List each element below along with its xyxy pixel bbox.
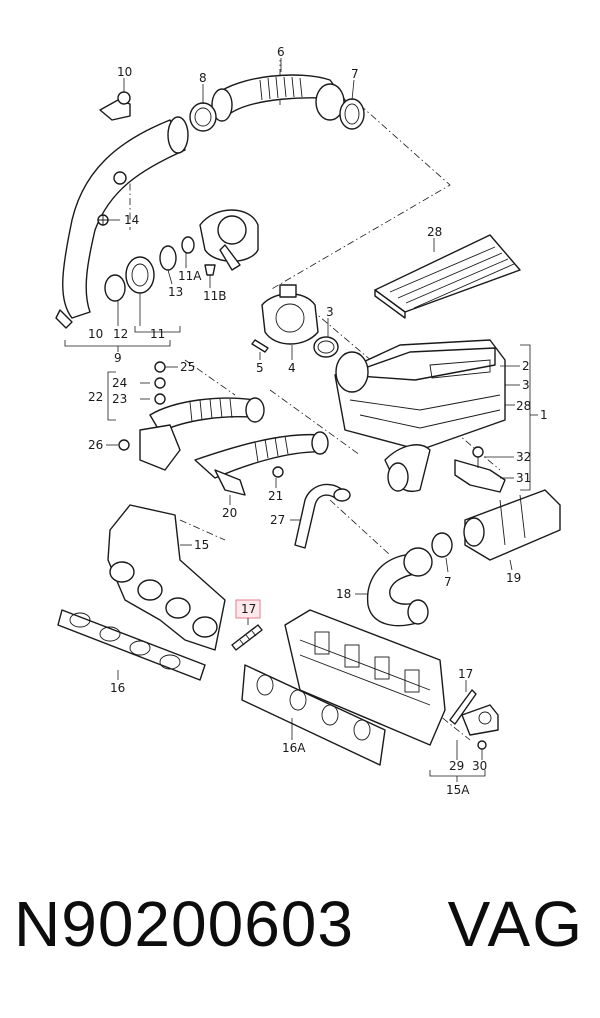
connector-12[interactable] — [125, 256, 155, 294]
washer-24[interactable] — [154, 377, 166, 389]
bolt-32[interactable] — [472, 446, 484, 468]
label-31: 31 — [516, 471, 531, 485]
label-21: 21 — [268, 489, 283, 503]
intake-duct-19[interactable] — [463, 489, 561, 561]
label-20: 20 — [222, 506, 237, 520]
label-29: 29 — [449, 759, 464, 773]
filter-element-28[interactable] — [374, 234, 521, 319]
boost-hose-18[interactable] — [366, 547, 433, 627]
label-6: 6 — [277, 45, 285, 59]
label-4: 4 — [288, 361, 296, 375]
exhaust-manifold-15[interactable] — [107, 504, 226, 651]
gasket-16[interactable] — [57, 609, 206, 681]
label-26: 26 — [88, 438, 103, 452]
label-28-right: 28 — [516, 399, 531, 413]
label-5: 5 — [256, 361, 264, 375]
gasket-16A[interactable] — [241, 664, 386, 766]
label-18: 18 — [336, 587, 351, 601]
breather-hose-27[interactable] — [294, 483, 351, 549]
part-number: N90200603 — [14, 888, 354, 960]
label-24: 24 — [112, 376, 127, 390]
sensor-10[interactable] — [99, 91, 131, 121]
label-16: 16 — [110, 681, 125, 695]
label-22: 22 — [88, 390, 103, 404]
label-17-right: 17 — [458, 667, 473, 681]
label-10-top: 10 — [117, 65, 132, 79]
label-27: 27 — [270, 513, 285, 527]
label-12: 12 — [113, 327, 128, 341]
label-10-bottom: 10 — [88, 327, 103, 341]
label-9: 9 — [114, 351, 122, 365]
coolant-pipe-22[interactable] — [139, 397, 265, 471]
hose-clamp-8[interactable] — [189, 102, 217, 132]
bracket-group-1 — [520, 344, 538, 491]
label-23: 23 — [112, 392, 127, 406]
brand-name: VAG — [447, 888, 584, 960]
nut-26[interactable] — [118, 439, 130, 451]
bracket-22 — [107, 371, 116, 421]
label-14: 14 — [124, 213, 139, 227]
leader-lines — [106, 58, 520, 760]
pipe-end-10[interactable] — [55, 309, 73, 329]
label-7-lower: 7 — [444, 575, 452, 589]
turbo-inlet-11[interactable] — [199, 209, 259, 271]
intake-hose-6[interactable] — [211, 74, 346, 122]
charge-pipe-10[interactable] — [62, 116, 189, 319]
part-labels: 6 10 8 7 14 11A 13 11B 10 12 11 9 28 3 5… — [88, 45, 548, 797]
label-3-top: 3 — [326, 305, 334, 319]
label-8: 8 — [199, 71, 207, 85]
label-32: 32 — [516, 450, 531, 464]
screw-5[interactable] — [251, 339, 269, 353]
pipe-20[interactable] — [194, 431, 329, 496]
label-11: 11 — [150, 327, 165, 341]
o-ring-3[interactable] — [313, 336, 339, 358]
hose-clamp-7-lower[interactable] — [431, 532, 453, 558]
label-30: 30 — [472, 759, 487, 773]
hose-clamp-7-top[interactable] — [339, 98, 365, 130]
label-19: 19 — [506, 571, 521, 585]
label-16A: 16A — [282, 741, 306, 755]
bracket-31[interactable] — [454, 459, 506, 493]
label-2: 2 — [522, 359, 530, 373]
bolt-17-right[interactable] — [449, 689, 477, 725]
parts-diagram: 6 10 8 7 14 11A 13 11B 10 12 11 9 28 3 5… — [55, 45, 561, 797]
flap-actuator-29[interactable] — [461, 704, 499, 736]
label-25: 25 — [180, 360, 195, 374]
label-15A: 15A — [446, 783, 470, 797]
label-17-highlighted: 17 — [241, 602, 256, 616]
label-13: 13 — [168, 285, 183, 299]
bracket-15A — [429, 770, 486, 782]
group-bracket-9 — [64, 326, 181, 352]
air-mass-meter-4[interactable] — [261, 284, 319, 345]
o-ring-11A-small[interactable] — [181, 236, 195, 254]
bolt-11B[interactable] — [204, 264, 216, 276]
label-1: 1 — [540, 408, 548, 422]
air-filter-housing-1[interactable] — [334, 339, 506, 492]
bolt-25[interactable] — [154, 361, 166, 373]
label-15: 15 — [194, 538, 209, 552]
clamp-13[interactable] — [159, 245, 177, 271]
screw-30[interactable] — [477, 740, 487, 750]
gasket-23[interactable] — [154, 393, 166, 405]
label-11B: 11B — [203, 289, 227, 303]
bolt-14[interactable] — [97, 214, 109, 226]
bolt-21[interactable] — [272, 466, 284, 478]
label-28-top: 28 — [427, 225, 442, 239]
label-11A: 11A — [178, 269, 202, 283]
label-7-top: 7 — [351, 67, 359, 81]
stud-bolt-17[interactable] — [231, 624, 263, 651]
label-3-right: 3 — [522, 378, 530, 392]
clamp-12[interactable] — [104, 274, 126, 302]
